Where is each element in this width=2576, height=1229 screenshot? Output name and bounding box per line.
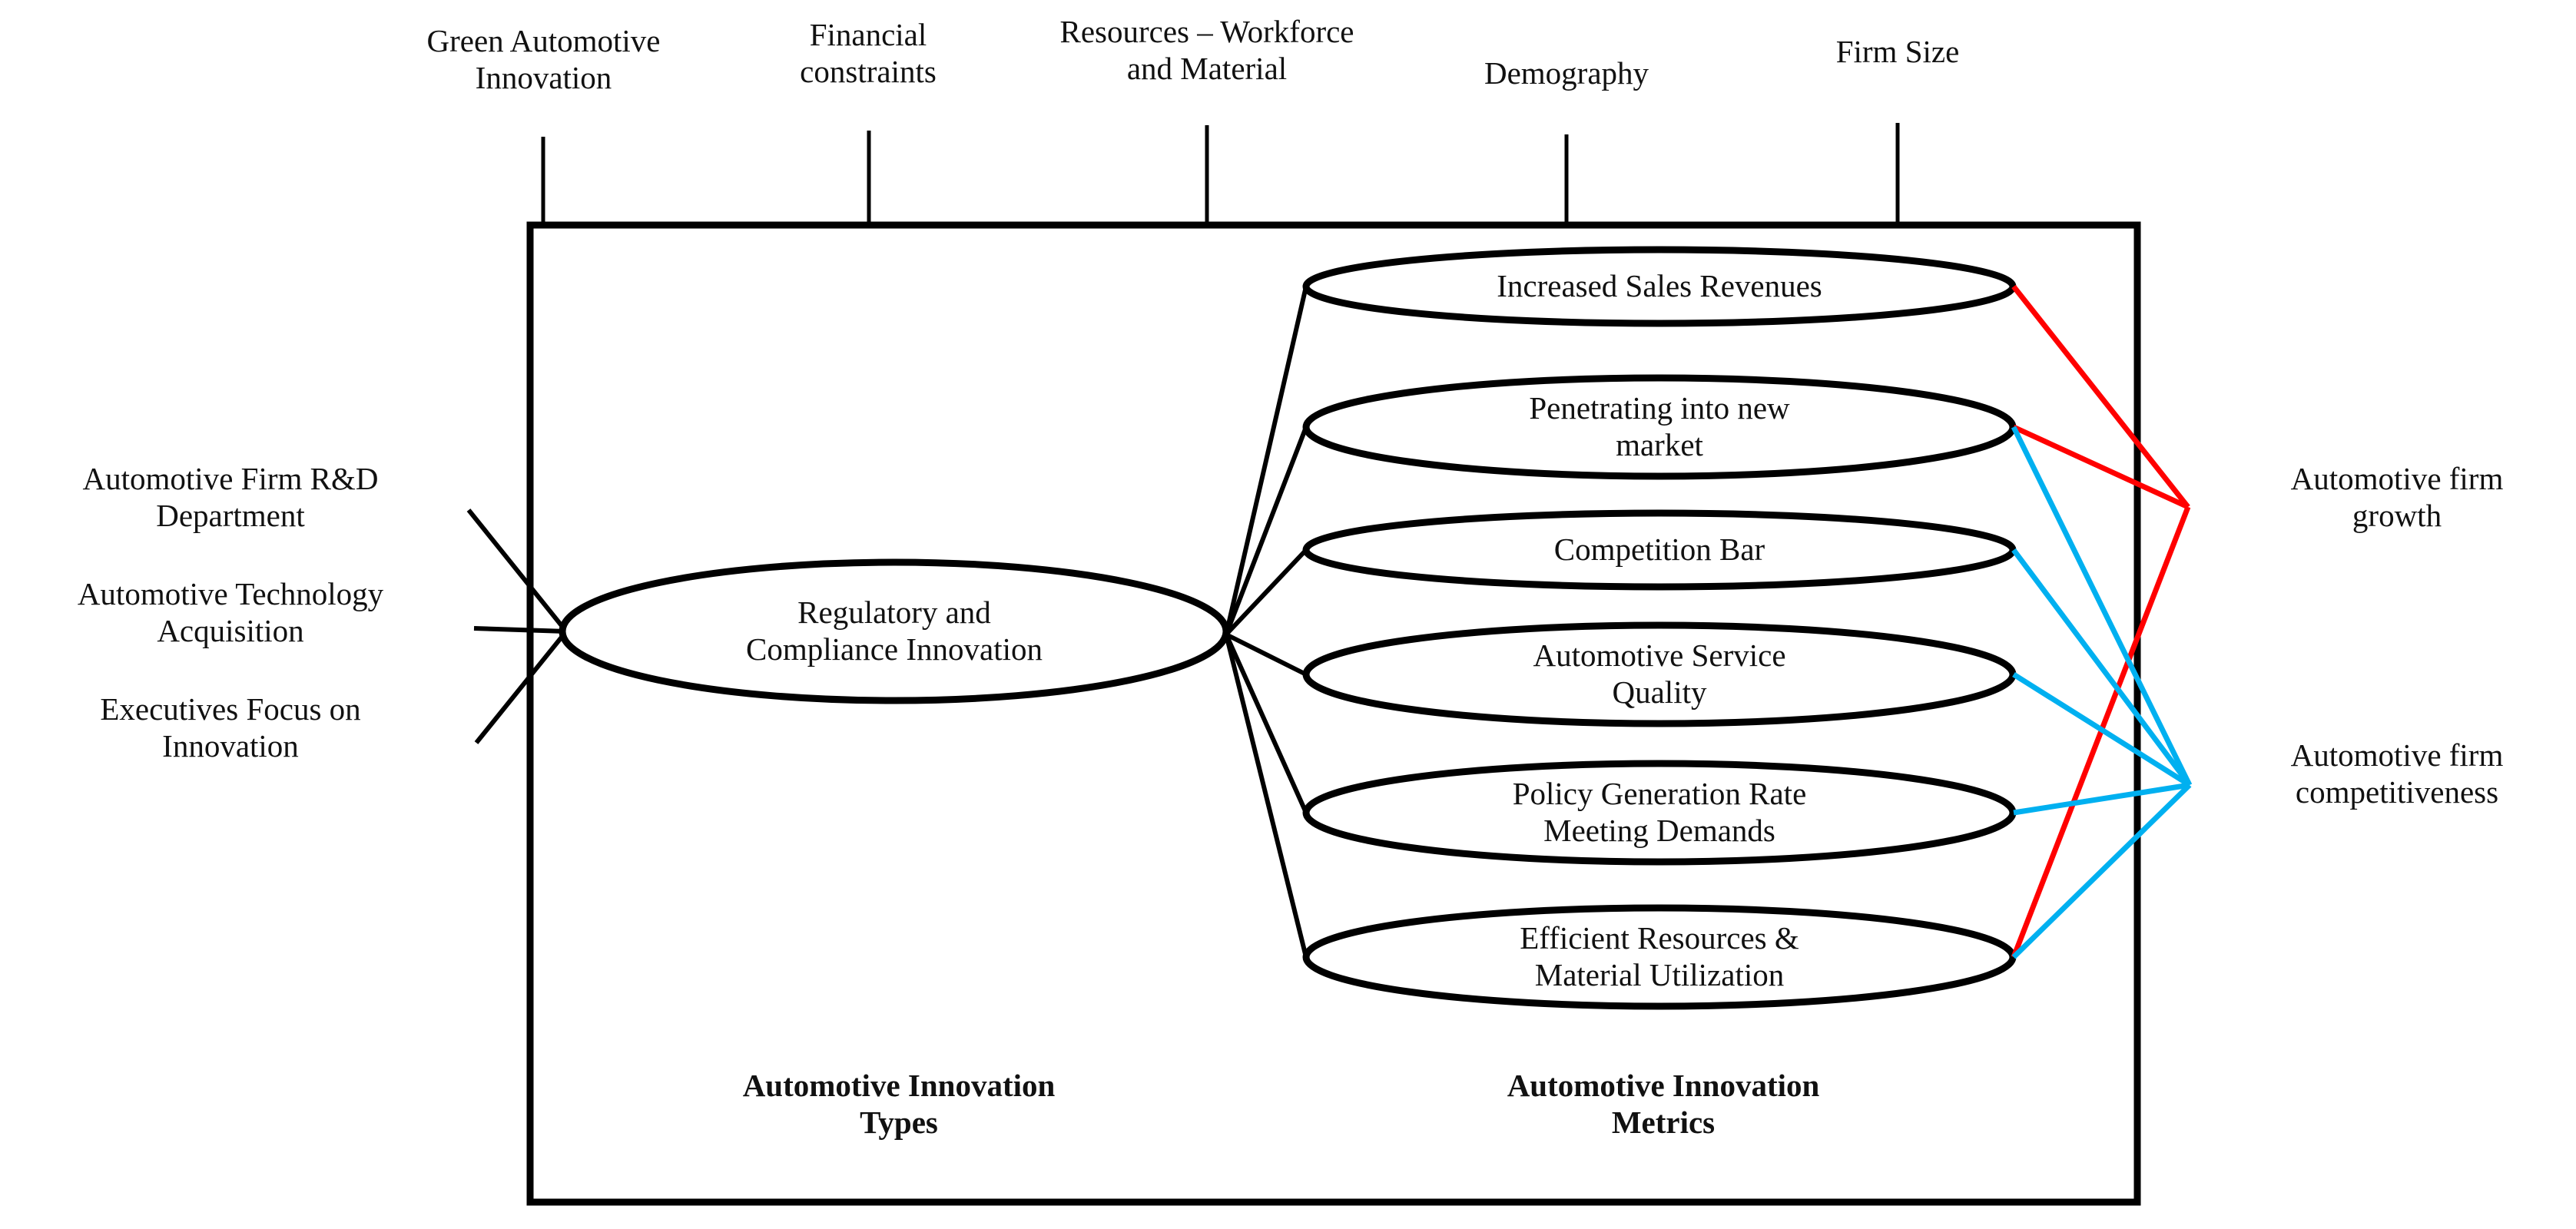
top-factor-label-financial-constraints: Financial constraints bbox=[800, 17, 937, 89]
fan-line-metric-2 bbox=[1224, 426, 1308, 636]
left-input-label-technology-acquisition: Automotive Technology Acquisition bbox=[77, 576, 384, 648]
competitiveness-link-from-metric-6 bbox=[2011, 783, 2192, 959]
metric-ellipse-2 bbox=[1302, 374, 2017, 480]
left-input-label-executives-focus-on-innovation: Executives Focus on Innovation bbox=[100, 691, 361, 764]
outcome-label-automotive-firm-growth: Automotive firm growth bbox=[2290, 461, 2504, 533]
fan-line-metric-4 bbox=[1225, 632, 1308, 677]
top-factor-label-demography: Demography bbox=[1484, 55, 1649, 91]
metric-ellipse-4 bbox=[1302, 621, 2017, 727]
left-input-line-2 bbox=[473, 626, 567, 634]
left-input-line-1 bbox=[466, 508, 569, 633]
fan-line-metric-6 bbox=[1224, 634, 1308, 958]
top-factor-label-green-automotive-innovation: Green Automotive Innovation bbox=[426, 23, 661, 95]
top-factor-label-firm-size: Firm Size bbox=[1835, 34, 1960, 69]
competitiveness-link-from-metric-4 bbox=[2012, 672, 2191, 787]
fan-line-metric-5 bbox=[1224, 633, 1308, 814]
fan-line-metric-1 bbox=[1224, 286, 1308, 635]
growth-link-from-metric-2 bbox=[2012, 424, 2190, 510]
competitiveness-link-from-metric-3 bbox=[2011, 548, 2192, 787]
metric-ellipse-5 bbox=[1302, 760, 2017, 866]
left-input-label-rnd-department: Automotive Firm R&D Department bbox=[82, 461, 379, 533]
center-node-ellipse bbox=[559, 558, 1230, 704]
section-label-automotive-innovation-metrics: Automotive Innovation Metrics bbox=[1507, 1068, 1820, 1140]
metric-ellipse-6 bbox=[1302, 904, 2017, 1010]
metric-ellipse-3 bbox=[1302, 509, 2017, 591]
growth-link-from-metric-1 bbox=[2011, 284, 2190, 509]
competitiveness-link-from-metric-2 bbox=[2011, 426, 2193, 787]
competitiveness-link-from-metric-5 bbox=[2013, 782, 2190, 816]
fan-line-metric-3 bbox=[1224, 548, 1308, 637]
outcome-label-automotive-firm-competitiveness: Automotive firm competitiveness bbox=[2290, 737, 2504, 810]
metric-ellipse-1 bbox=[1302, 246, 2017, 327]
top-factor-label-resources-workforce-and-material: Resources – Workforce and Material bbox=[1059, 14, 1354, 86]
left-input-line-3 bbox=[474, 630, 569, 744]
section-label-automotive-innovation-types: Automotive Innovation Types bbox=[742, 1068, 1056, 1140]
